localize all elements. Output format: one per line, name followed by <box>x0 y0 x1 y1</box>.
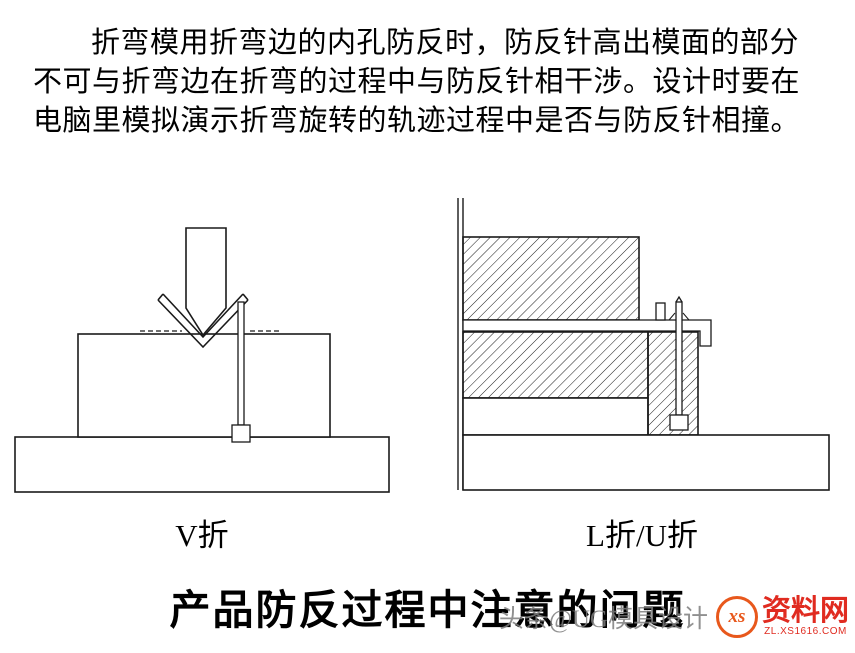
watermark-site-url: ZL.XS1616.COM <box>764 626 847 637</box>
lower-die-hatched <box>462 331 649 399</box>
watermark-site-name: 资料网 <box>761 595 849 627</box>
hole-tick-marks <box>668 312 690 321</box>
watermark: 头条@UG模具设计 xs 资料网 ZL.XS1616.COM <box>499 596 849 638</box>
anti-reverse-pin <box>675 301 683 416</box>
watermark-logo-text: 资料网 ZL.XS1616.COM <box>762 596 849 638</box>
v-bend-label: V折 <box>175 518 229 553</box>
xs-logo-icon: xs <box>715 596 758 638</box>
sheet-end-caps <box>157 293 249 301</box>
sheet-metal-v-inner <box>162 293 244 339</box>
base-plate <box>14 436 390 493</box>
die-block <box>77 333 331 438</box>
lu-bend-label: L折/U折 <box>586 518 698 553</box>
pin-foot <box>231 424 251 443</box>
v-bend-diagram <box>14 227 390 493</box>
watermark-byline: 头条@UG模具设计 <box>498 606 708 633</box>
intro-paragraph: 折弯模用折弯边的内孔防反时，防反针高出模面的部分不可与折弯边在折弯的过程中与防反… <box>33 27 801 137</box>
watermark-logo: xs 资料网 ZL.XS1616.COM <box>715 596 849 638</box>
upper-die-hatched <box>462 236 640 321</box>
lu-bend-diagram <box>457 198 830 491</box>
v-bend-section: V折 <box>12 196 392 555</box>
anti-reverse-pin <box>237 301 245 426</box>
lu-bend-section: L折/U折 <box>452 196 832 555</box>
page-title: 产品防反过程中注意的问题 <box>169 587 686 633</box>
punch <box>185 227 227 337</box>
bottom-plate <box>462 434 830 491</box>
spacer-plate <box>462 397 649 436</box>
bent-tab <box>655 302 666 321</box>
pin-foot <box>669 414 689 431</box>
pin-tip <box>675 295 683 303</box>
sheet-metal-v-outer <box>157 299 249 349</box>
sheet-metal-l <box>462 319 712 347</box>
